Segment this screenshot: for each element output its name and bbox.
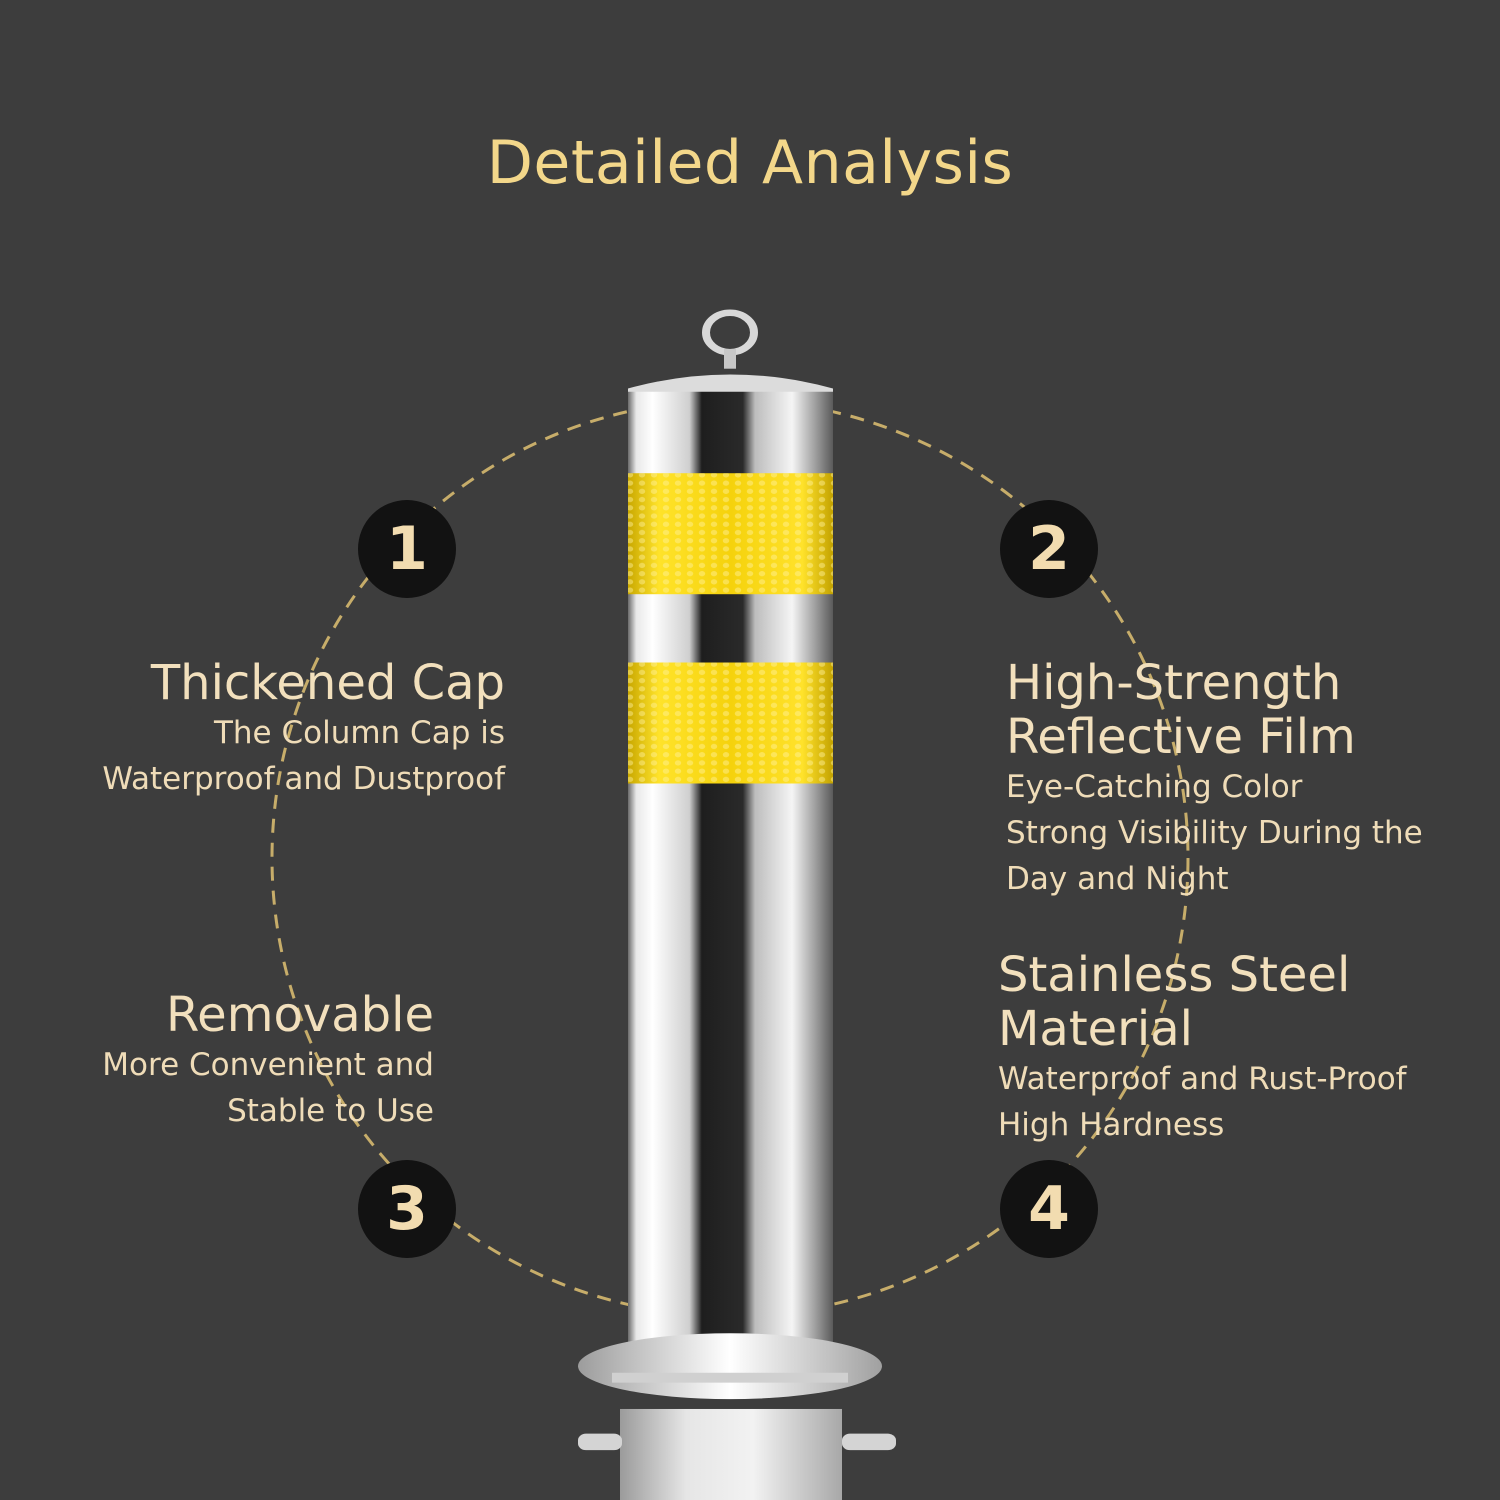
- feature-line: Stable to Use: [227, 1093, 434, 1129]
- step-badge-1: 1: [358, 500, 456, 598]
- feature-line: Waterproof and Rust-Proof: [998, 1061, 1407, 1097]
- bollard: [578, 309, 896, 1500]
- dashed-ring: [270, 398, 1190, 1318]
- step-badge-3: 3: [358, 1160, 456, 1258]
- right-pin: [842, 1433, 896, 1451]
- lifting-ring-icon: [702, 309, 758, 356]
- feature-line: More Convenient and: [102, 1047, 434, 1083]
- step-badge-2: 2: [1000, 500, 1098, 598]
- left-pin: [578, 1433, 622, 1451]
- feature-line: Eye-Catching Color: [1006, 769, 1303, 805]
- feature-line: Waterproof and Dustproof: [102, 761, 505, 797]
- step-badge-4: 4: [1000, 1160, 1098, 1258]
- cap: [628, 374, 833, 397]
- feature-heading: Reflective Film: [1006, 709, 1356, 765]
- feature-thickened-cap: Thickened Cap The Column Cap is Waterpro…: [0, 656, 505, 802]
- feature-stainless-steel: Stainless Steel Material Waterproof and …: [998, 948, 1488, 1148]
- feature-heading: Removable: [165, 987, 434, 1043]
- feature-heading: Thickened Cap: [150, 655, 505, 711]
- feature-line: The Column Cap is: [213, 715, 505, 751]
- feature-heading: Stainless Steel: [998, 947, 1351, 1003]
- feature-removable: Removable More Convenient and Stable to …: [4, 988, 434, 1134]
- feature-line: Day and Night: [1006, 861, 1229, 897]
- feature-reflective-film: High-Strength Reflective Film Eye-Catchi…: [1006, 656, 1486, 902]
- feature-heading: Material: [998, 1001, 1193, 1057]
- ground-sleeve: [620, 1408, 842, 1500]
- flange: [578, 1333, 882, 1400]
- feature-line: High Hardness: [998, 1107, 1225, 1143]
- page-title: Detailed Analysis: [486, 128, 1014, 198]
- feature-heading: High-Strength: [1006, 655, 1342, 711]
- feature-line: Strong Visibility During the: [1006, 815, 1423, 851]
